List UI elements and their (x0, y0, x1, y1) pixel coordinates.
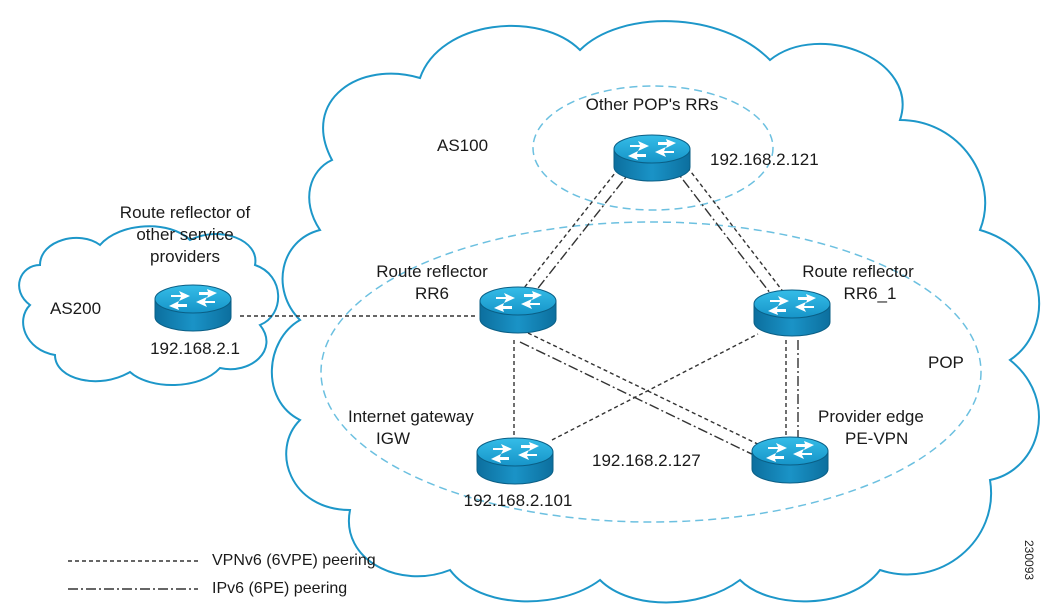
rr6-title-line1: Route reflector (376, 262, 488, 281)
link-rr6-to-pe-vpn-ipv6 (519, 341, 763, 460)
peering-links (240, 167, 799, 460)
router-icon (479, 286, 557, 334)
pop-label: POP (928, 353, 964, 372)
other-pop-rrs-label: Other POP's RRs (585, 95, 719, 114)
igw-title-line2: IGW (376, 429, 410, 448)
legend-ipv6-label: IPv6 (6PE) peering (212, 580, 348, 597)
router-icon (753, 289, 831, 337)
igw-title-line1: Internet gateway (348, 407, 474, 426)
pe-vpn-title-line2: PE-VPN (845, 429, 909, 448)
router-icon (613, 134, 691, 182)
as100-cloud (270, 20, 1041, 604)
rr6-title-line2: RR6 (414, 284, 450, 303)
pe-vpn-title-line1: Provider edge (818, 407, 924, 426)
other-pop-rr-ip: 192.168.2.121 (710, 150, 819, 169)
rr-other-sp-title-line1: Route reflector of (119, 203, 251, 222)
rr6-1-title-line1: Route reflector (802, 262, 914, 281)
pop-region (320, 221, 982, 523)
router-icon (154, 284, 232, 332)
as200-label: AS200 (50, 299, 102, 318)
router-icon (751, 436, 829, 484)
rr6-1-title-line2: RR6_1 (843, 284, 897, 303)
as100-label: AS100 (437, 136, 489, 155)
link-rr6-1-to-other-pop-ipv6 (676, 171, 778, 303)
router-icon (476, 437, 554, 485)
rr-other-sp-ip: 192.168.2.1 (150, 339, 240, 358)
link-rr6-to-other-pop-ipv6 (526, 171, 631, 303)
link-rr6-to-pe-vpn-vpnv6 (527, 332, 771, 451)
link-igw-to-rr6-1 (551, 333, 759, 441)
other-pop-region (532, 85, 774, 211)
figure-id: 230093 (1022, 540, 1036, 581)
legend-vpnv6-label: VPNv6 (6VPE) peering (212, 552, 376, 569)
as200-cloud (18, 225, 280, 387)
rr-other-sp-title-line2: other service (136, 225, 234, 244)
pe-vpn-ip: 192.168.2.127 (592, 451, 701, 470)
igw-ip: 192.168.2.101 (463, 491, 573, 510)
link-rr6-1-to-other-pop-vpnv6 (687, 167, 789, 299)
rr-other-sp-title-line3: providers (150, 247, 220, 266)
